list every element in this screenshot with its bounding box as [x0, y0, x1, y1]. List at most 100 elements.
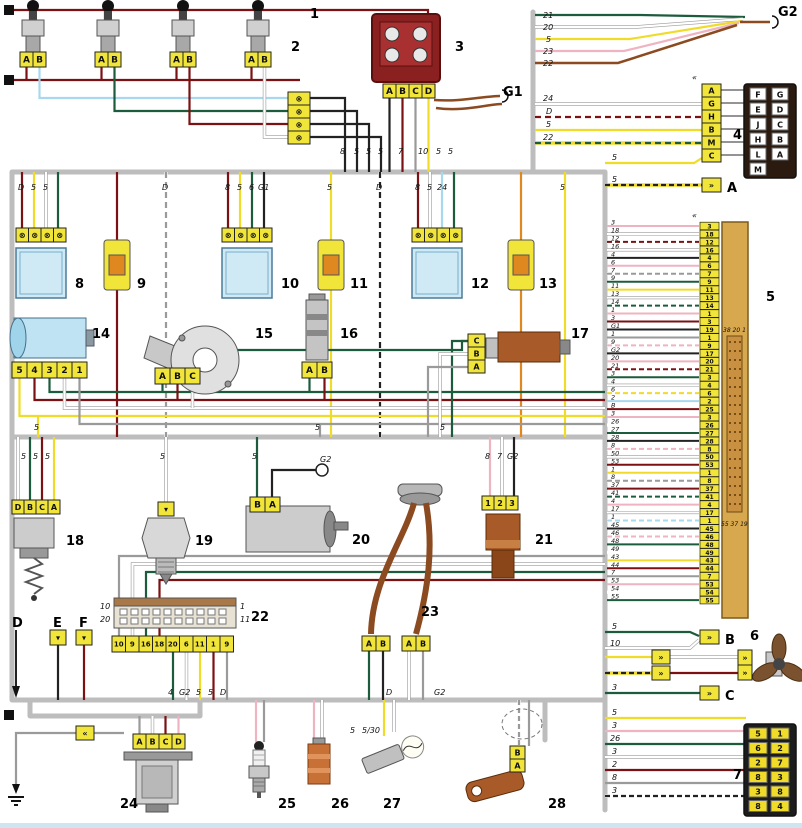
ecu-pin-number: 27 — [705, 430, 713, 437]
ecu-pin-box — [699, 261, 720, 270]
ecu-pin-number: 25 — [705, 406, 713, 413]
sensor-28-connector-pin-label: A — [514, 761, 521, 770]
component-number-E: E — [53, 616, 62, 631]
relay-fuse-block-cell-label: 1 — [777, 730, 783, 739]
wire-mark: D — [162, 183, 168, 192]
wire-mark: 7 — [497, 452, 503, 461]
ecu-pin-number: 1 — [707, 311, 711, 318]
ecu-pin-box — [699, 468, 720, 477]
component-number-17: 17 — [571, 327, 589, 342]
ecu-pin-box — [699, 404, 720, 414]
fuel-pump-connector-pin-label: A — [136, 737, 143, 746]
wire-mark: 8 — [415, 183, 420, 192]
ecu-pin-number: 8 — [707, 446, 711, 453]
ecu-pin-box — [699, 492, 720, 501]
fan-feed-connector-1: » — [651, 649, 671, 665]
ecu-wire-label: 9 — [611, 274, 615, 282]
ecu-pin-number: 8 — [707, 478, 711, 485]
component-number-D: D — [12, 616, 23, 631]
wire-mark: 2 — [612, 760, 617, 769]
ecu-wire-label: 44 — [611, 561, 619, 569]
ecu-pin-number: 12 — [705, 239, 713, 246]
harness-23-connector-1-pin-label: A — [366, 639, 373, 648]
relay-12-connector-pin-label: ⊗ — [427, 231, 434, 240]
ecu-wire-label: 3 — [611, 314, 615, 322]
wire-mark: 5 — [427, 183, 432, 192]
ecu-pin-number: 49 — [705, 550, 713, 557]
ecu-wire-label: 4 — [611, 497, 615, 505]
point-f-connector: ▾ — [75, 629, 93, 646]
point-f-connector-pin-label: ▾ — [82, 633, 86, 642]
wire-mark: 10 — [610, 639, 620, 648]
wire-mark: 7 — [398, 147, 404, 156]
component-number-A: A — [727, 181, 737, 196]
ecu-wire-label: 6 — [611, 258, 615, 266]
ignition-module-connector-pin-label: C — [412, 87, 419, 97]
wire-mark: 11 — [240, 615, 250, 624]
wire-mark: 5 — [34, 423, 39, 432]
wire-mark: 5 — [252, 452, 257, 461]
throttle-sensor-connector-pin-label: B — [174, 372, 181, 382]
wire-mark: 3 — [612, 721, 617, 730]
ecu-pin-rows-layer: 3318181212161644667799111113131414113319… — [607, 219, 720, 605]
coolant-sensor-connector-pin-label: C — [474, 336, 480, 345]
wire-mark: G1 — [258, 183, 269, 192]
component-number-1: 1 — [310, 7, 319, 22]
wire-mark: 5 — [354, 147, 359, 156]
relay-8-connector-pin-label: ⊗ — [56, 231, 63, 240]
ecu-wire-label: 48 — [611, 537, 619, 545]
ecu-pin-number: 44 — [705, 566, 713, 573]
iac-valve-connector-pin-label: 4 — [31, 366, 37, 376]
wire-mark: D — [220, 688, 226, 697]
relay-fuse-block-cell-label: 8 — [755, 773, 761, 782]
wire-mark: 26 — [610, 734, 620, 743]
connector-4-pins-pin-label: A — [708, 86, 715, 95]
g1-plug-icon — [501, 89, 509, 103]
ecu — [721, 221, 749, 619]
ecu-pin-box — [699, 229, 720, 239]
component-number-28: 28 — [548, 797, 566, 812]
component-number-18: 18 — [66, 534, 84, 549]
ecu-pin-number: 43 — [705, 558, 713, 565]
ecu-pin-number: 4 — [707, 383, 711, 390]
iac-valve-connector-pin-label: 5 — [16, 366, 22, 376]
component-number-27: 27 — [383, 797, 401, 812]
ecu-wire-label: 3 — [611, 370, 615, 378]
ecu-pin-number: 1 — [707, 335, 711, 342]
ecu-pin-number: 19 — [705, 327, 713, 334]
component-number-F: F — [79, 616, 88, 631]
wire-mark: 5/30 — [362, 726, 380, 735]
wire-mark: 5 — [31, 183, 36, 192]
ecu-pin-box — [699, 341, 720, 350]
relay-10-connector: ⊗⊗⊗⊗ — [221, 227, 273, 243]
fan-connector: »» — [737, 649, 753, 681]
wire-mark: 5 — [350, 726, 355, 735]
throttle-sensor-connector-pin-label: C — [189, 372, 196, 382]
junction-row-pin-label: 9 — [224, 641, 229, 649]
ecu-pin-number: 53 — [705, 582, 713, 589]
diagnostic-connector — [113, 597, 237, 629]
ecu-pin-box — [699, 508, 720, 517]
junction-boxes-pin-label: ⊗ — [296, 120, 303, 129]
ecu-wire-label: 18 — [611, 226, 619, 234]
injector-3 — [171, 0, 195, 53]
fan-connector-pin-label: » — [742, 653, 747, 662]
ground-bars — [8, 796, 24, 806]
wire-mark: « — [692, 211, 697, 220]
wire-mark: 20 — [100, 615, 110, 624]
wire-mark: 5 — [43, 183, 48, 192]
ecu-pin-number: 3 — [707, 414, 711, 421]
solenoid-connector-pin-label: B — [254, 501, 261, 511]
ecu-wire-label: 26 — [611, 418, 619, 426]
connector-4-block-cell-label: G — [777, 91, 784, 100]
ecu-pin-number: 17 — [705, 351, 713, 358]
wire-mark: 22 — [543, 59, 553, 68]
ecu-pin-number: 55 — [705, 598, 713, 605]
injector-1-connector-pin-label: A — [23, 56, 30, 66]
